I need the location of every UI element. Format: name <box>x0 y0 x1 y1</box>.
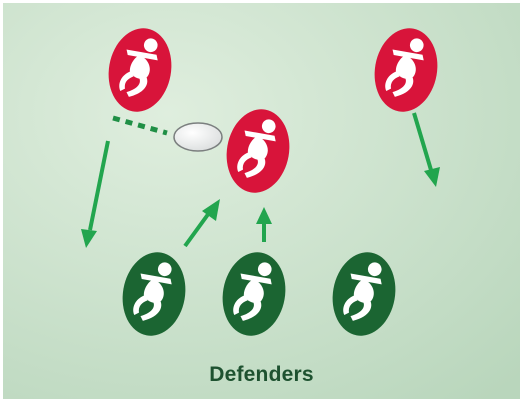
diagram-caption: Defenders <box>209 363 314 386</box>
defender-player-icon <box>222 252 286 336</box>
pass-line <box>112 115 168 136</box>
rugby-ball-icon <box>173 122 223 152</box>
defender-player-icon <box>122 252 186 336</box>
support-run-arrow <box>81 140 110 248</box>
centre-defender-up-arrow <box>256 207 272 242</box>
field-background <box>3 3 520 399</box>
left-defender-drift-arrow <box>183 199 220 248</box>
attacker-player-icon <box>374 28 438 112</box>
defender-player-icon <box>332 252 396 336</box>
right-attacker-run-arrow <box>412 112 440 187</box>
attacker-player-icon <box>108 28 172 112</box>
attacker-player-icon <box>226 109 290 193</box>
